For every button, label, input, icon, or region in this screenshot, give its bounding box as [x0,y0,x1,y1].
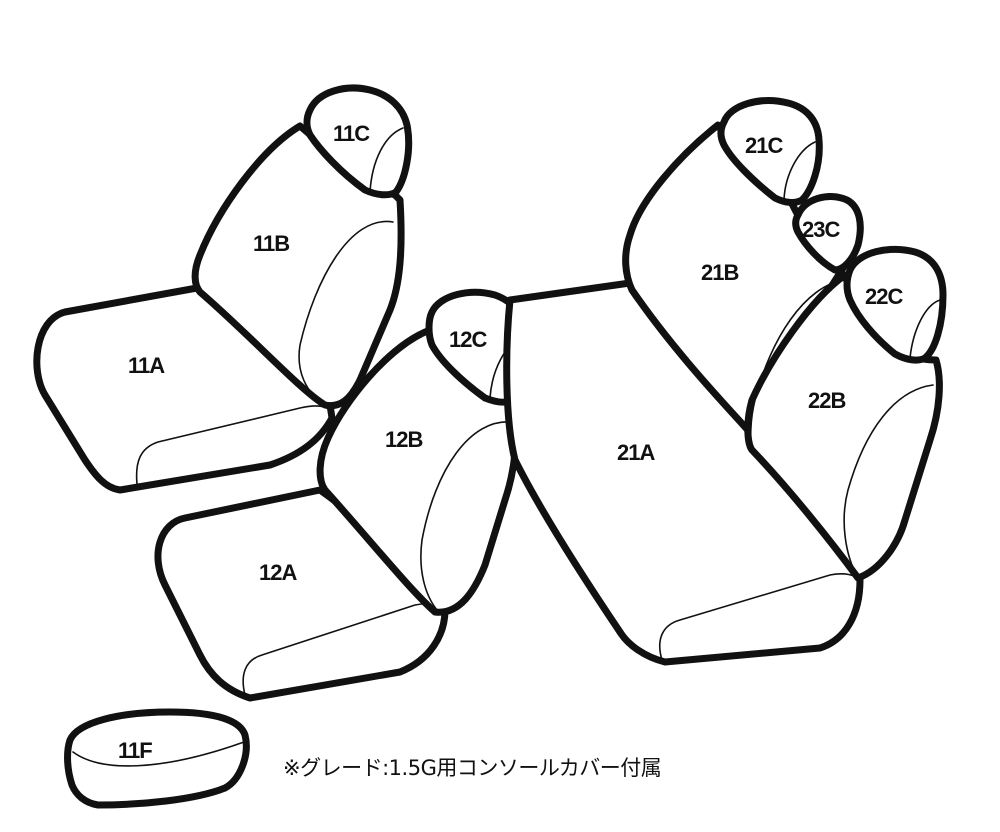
part-21a-label: 21A [617,440,655,465]
part-11b-seam [298,220,394,406]
part-22b-label: 22B [808,388,845,413]
part-12b-seam [420,421,513,611]
part-11c-shape [303,84,413,199]
part-22c-label: 22C [865,284,903,309]
part-12a-label: 12A [259,560,297,585]
part-21b-label: 21B [701,260,738,285]
front-seat-2 [154,288,532,702]
front-seat-1 [33,84,413,494]
part-22c-shape [843,245,947,364]
part-21c-seam [783,141,816,201]
part-11f-shape [64,708,250,809]
console-cover [64,708,250,809]
part-21c-label: 21C [745,133,783,158]
part-11b-label: 11B [253,231,289,256]
part-11a-label: 11A [128,353,165,378]
part-11f-label: 11F [118,738,152,763]
part-23c-shape [792,193,864,274]
part-11c-label: 11C [333,121,370,146]
part-21b-seam [749,279,846,451]
part-12b-label: 12B [385,427,422,452]
part-21c-shape [717,97,823,206]
part-12c-label: 12C [449,327,487,352]
rear-bench-seat [503,97,947,666]
console-cover-note: ※グレード:1.5G用コンソールカバー付属 [283,756,662,780]
part-11f-seam [72,741,245,767]
part-22b-seam [843,384,934,579]
part-22c-seam [909,299,941,359]
part-11c-seam [369,127,404,193]
part-23c-label: 23C [802,217,840,242]
